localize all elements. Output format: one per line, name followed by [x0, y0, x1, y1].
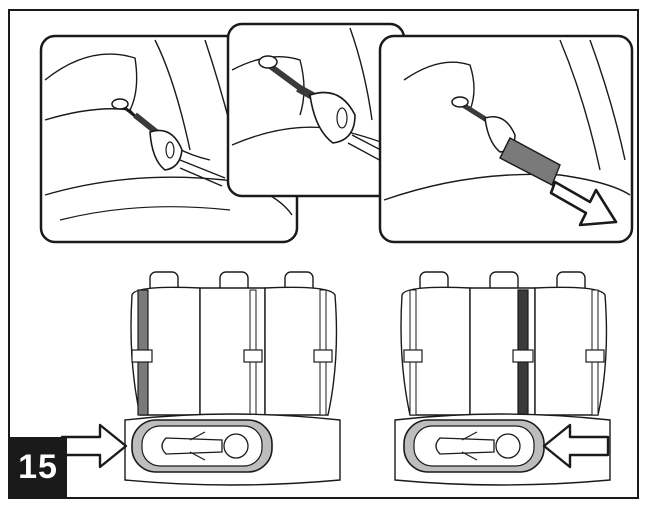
rear-seat-left — [60, 271, 341, 486]
panel-step-2 — [226, 22, 406, 198]
figure-number: 15 — [18, 447, 58, 486]
outer-frame — [8, 9, 639, 499]
figure-number-badge: 15 — [9, 437, 67, 497]
rear-seat-right — [394, 271, 611, 486]
panel-step-3 — [378, 34, 634, 244]
